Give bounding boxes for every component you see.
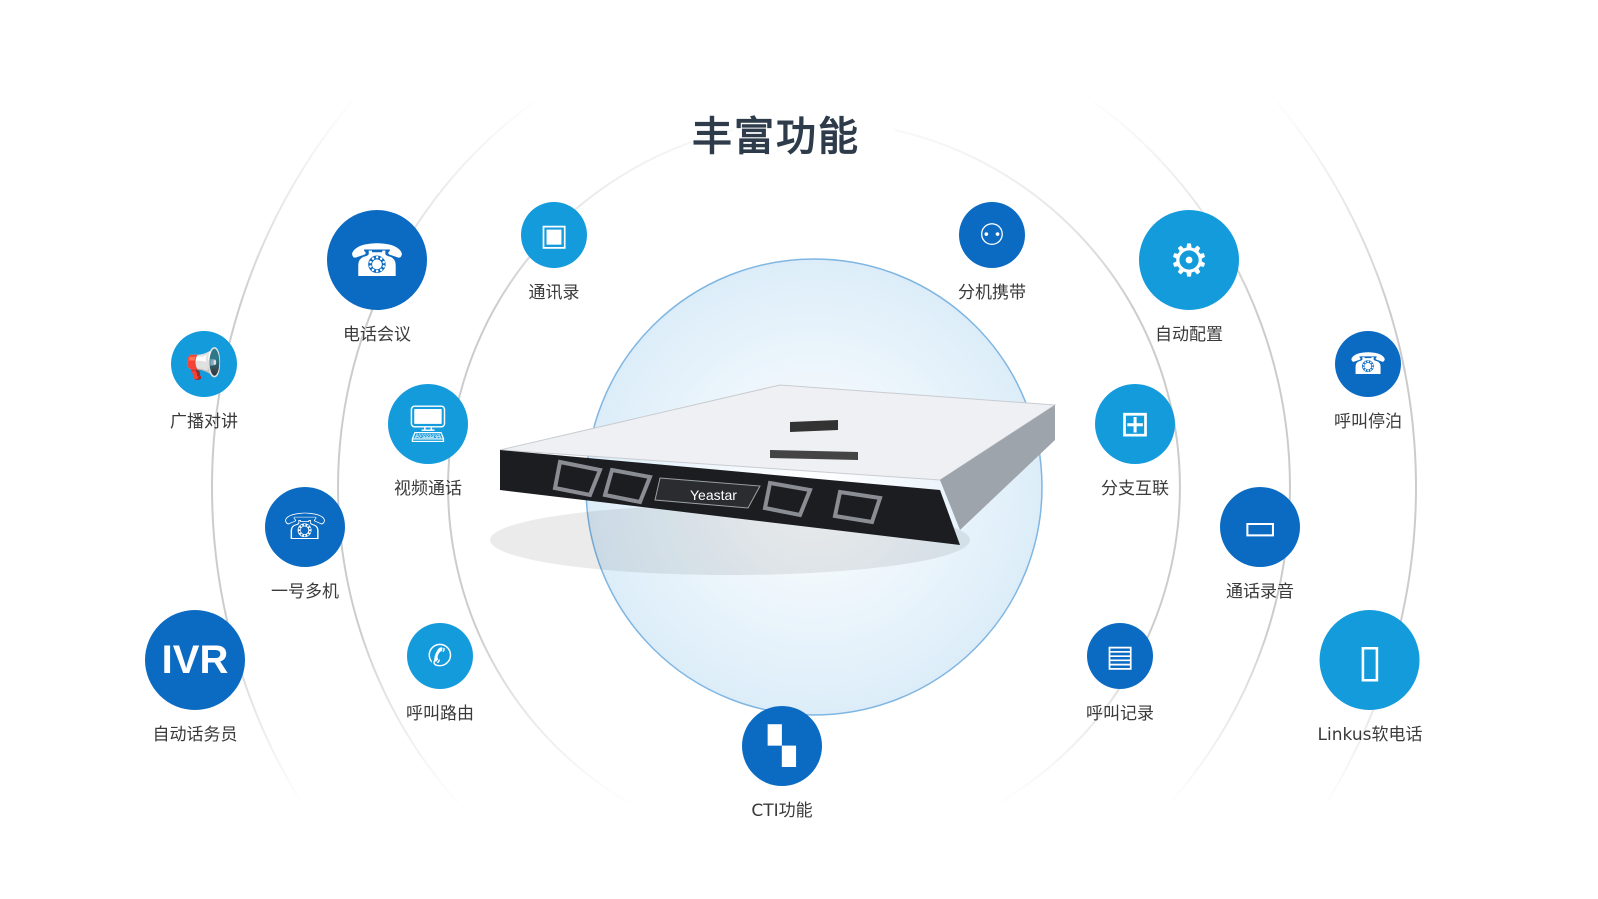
feature-linkus: ▯ Linkus软电话 <box>1317 610 1423 745</box>
feature-conference: ☎ 电话会议 <box>327 210 427 345</box>
feature-provision: ⚙ 自动配置 <box>1139 210 1239 345</box>
feature-cti: ▚ CTI功能 <box>742 706 822 821</box>
multi-phone-icon: ☏ <box>265 487 345 567</box>
feature-label: 一号多机 <box>271 582 339 602</box>
feature-video: 🖥 视频通话 <box>388 384 468 499</box>
ivr-icon-text: IVR <box>161 637 229 682</box>
feature-label: CTI功能 <box>751 801 813 821</box>
feature-hotdesk: ⚇ 分机携带 <box>958 202 1026 303</box>
feature-label: 分机携带 <box>958 283 1026 303</box>
phone-handset-icon: ✆ <box>407 623 473 689</box>
feature-label: 分支互联 <box>1101 479 1169 499</box>
feature-paging: 📢 广播对讲 <box>170 331 238 432</box>
gear-icon: ⚙ <box>1139 210 1239 310</box>
softphone-devices-icon: ▯ <box>1319 610 1420 710</box>
feature-cdr: ▤ 呼叫记录 <box>1086 623 1154 724</box>
video-call-monitor-icon: 🖥 <box>388 384 468 464</box>
desk-phone-icon: ☎ <box>1335 331 1401 397</box>
feature-label: Linkus软电话 <box>1317 725 1423 745</box>
document-icon: ▤ <box>1087 623 1153 689</box>
org-chart-icon: ⊞ <box>1095 384 1175 464</box>
server-appliance: Yeastar <box>490 384 1057 575</box>
feature-recording: ▭ 通话录音 <box>1220 487 1300 602</box>
feature-label: 视频通话 <box>394 479 462 499</box>
ivr-icon: IVR <box>145 610 245 710</box>
feature-routing: ✆ 呼叫路由 <box>406 623 474 724</box>
brand-logo: Yeastar <box>690 487 737 503</box>
feature-label: 通讯录 <box>528 283 580 303</box>
feature-interconnect: ⊞ 分支互联 <box>1095 384 1175 499</box>
feature-label: 电话会议 <box>343 325 411 345</box>
tape-recorder-icon: ▭ <box>1220 487 1300 567</box>
contacts-book-icon: ▣ <box>521 202 587 268</box>
feature-park: ☎ 呼叫停泊 <box>1334 331 1402 432</box>
feature-label: 呼叫路由 <box>406 704 474 724</box>
feature-label: 呼叫停泊 <box>1334 412 1402 432</box>
feature-label: 自动话务员 <box>152 725 238 745</box>
megaphone-icon: 📢 <box>171 331 237 397</box>
feature-ivr: IVR 自动话务员 <box>145 610 245 745</box>
feature-label: 通话录音 <box>1226 582 1294 602</box>
apps-grid-icon: ▚ <box>742 706 822 786</box>
feature-label: 自动配置 <box>1155 325 1223 345</box>
feature-label: 广播对讲 <box>170 412 238 432</box>
conference-call-icon: ☎ <box>327 210 427 310</box>
extension-network-icon: ⚇ <box>959 202 1025 268</box>
feature-multidevice: ☏ 一号多机 <box>265 487 345 602</box>
page-title: 丰富功能 <box>692 114 860 160</box>
feature-label: 呼叫记录 <box>1086 704 1154 724</box>
feature-contacts: ▣ 通讯录 <box>521 202 587 303</box>
